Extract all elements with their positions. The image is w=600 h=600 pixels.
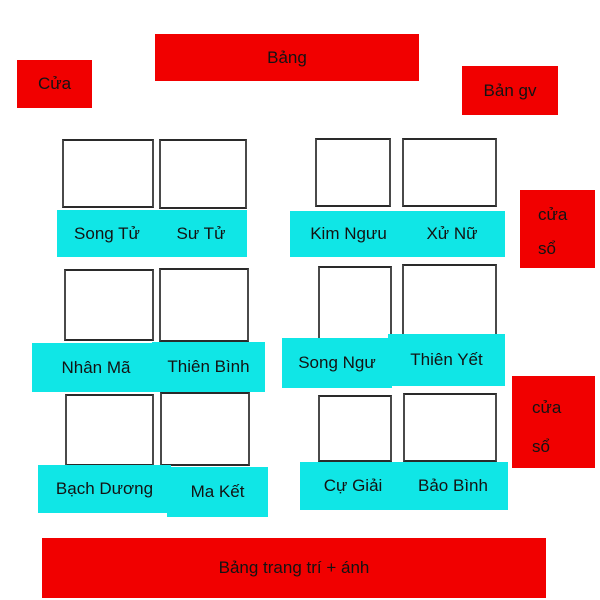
seat-name: Cự Giải <box>323 476 383 495</box>
seat-label-kim-nguu: Kim Ngưu <box>290 211 407 257</box>
board-label: Bảng <box>267 47 307 67</box>
seat-name: Song Tử <box>74 223 140 243</box>
decor-board-block: Bảng trang trí + ánh <box>42 538 546 598</box>
desk <box>403 393 497 462</box>
window-block-1: cửa sổ <box>520 190 595 268</box>
seat-label-cu-giai: Cự Giải <box>300 462 406 510</box>
seat-label-xu-nu: Xử Nữ <box>399 211 505 257</box>
seat-label-song-tu: Song Tử <box>57 210 157 257</box>
desk <box>62 139 154 208</box>
window-label-line1: cửa <box>538 205 568 224</box>
seat-name: Kim Ngưu <box>310 224 387 243</box>
teacher-desk-block: Bản gv <box>462 66 558 115</box>
door-label: Cửa <box>37 74 72 93</box>
desk <box>402 264 497 340</box>
window-block-2: cửa sổ <box>512 376 595 468</box>
seat-label-nhan-ma: Nhân Mã <box>32 343 160 392</box>
desk <box>318 266 392 340</box>
seat-name: Nhân Mã <box>61 357 131 377</box>
board-block: Bảng <box>155 34 419 81</box>
seat-label-ma-ket: Ma Kết <box>167 467 268 517</box>
desk <box>160 392 250 466</box>
door-block: Cửa <box>17 60 92 108</box>
seat-name: Bảo Bình <box>418 476 488 495</box>
window-label-line2: sổ <box>538 239 556 258</box>
teacher-desk-label: Bản gv <box>483 80 537 100</box>
seat-name: Sư Tử <box>176 223 226 243</box>
seat-name: Thiên Yết <box>410 350 483 369</box>
seat-label-bach-duong: Bạch Dương <box>38 465 171 513</box>
seat-label-thien-yet: Thiên Yết <box>388 334 505 386</box>
seat-name: Ma Kết <box>190 482 245 501</box>
seat-label-su-tu: Sư Tử <box>155 210 247 257</box>
desk <box>318 395 392 462</box>
window-label-line2: sổ <box>532 437 550 456</box>
window-label-line1: cửa <box>532 398 562 417</box>
desk <box>402 138 497 207</box>
seat-label-song-ngu: Song Ngư <box>282 338 392 388</box>
desk <box>159 139 247 209</box>
desk <box>64 269 154 341</box>
seat-name: Xử Nữ <box>426 224 478 243</box>
decor-board-label: Bảng trang trí + ánh <box>218 558 370 577</box>
seat-name: Bạch Dương <box>55 479 154 498</box>
desk <box>65 394 154 466</box>
desk <box>315 138 391 207</box>
seat-label-bao-binh: Bảo Bình <box>398 462 508 510</box>
seat-name: Song Ngư <box>298 353 376 372</box>
seat-label-thien-binh: Thiên Bình <box>152 342 265 392</box>
seat-name: Thiên Bình <box>167 357 250 376</box>
desk <box>159 268 249 342</box>
